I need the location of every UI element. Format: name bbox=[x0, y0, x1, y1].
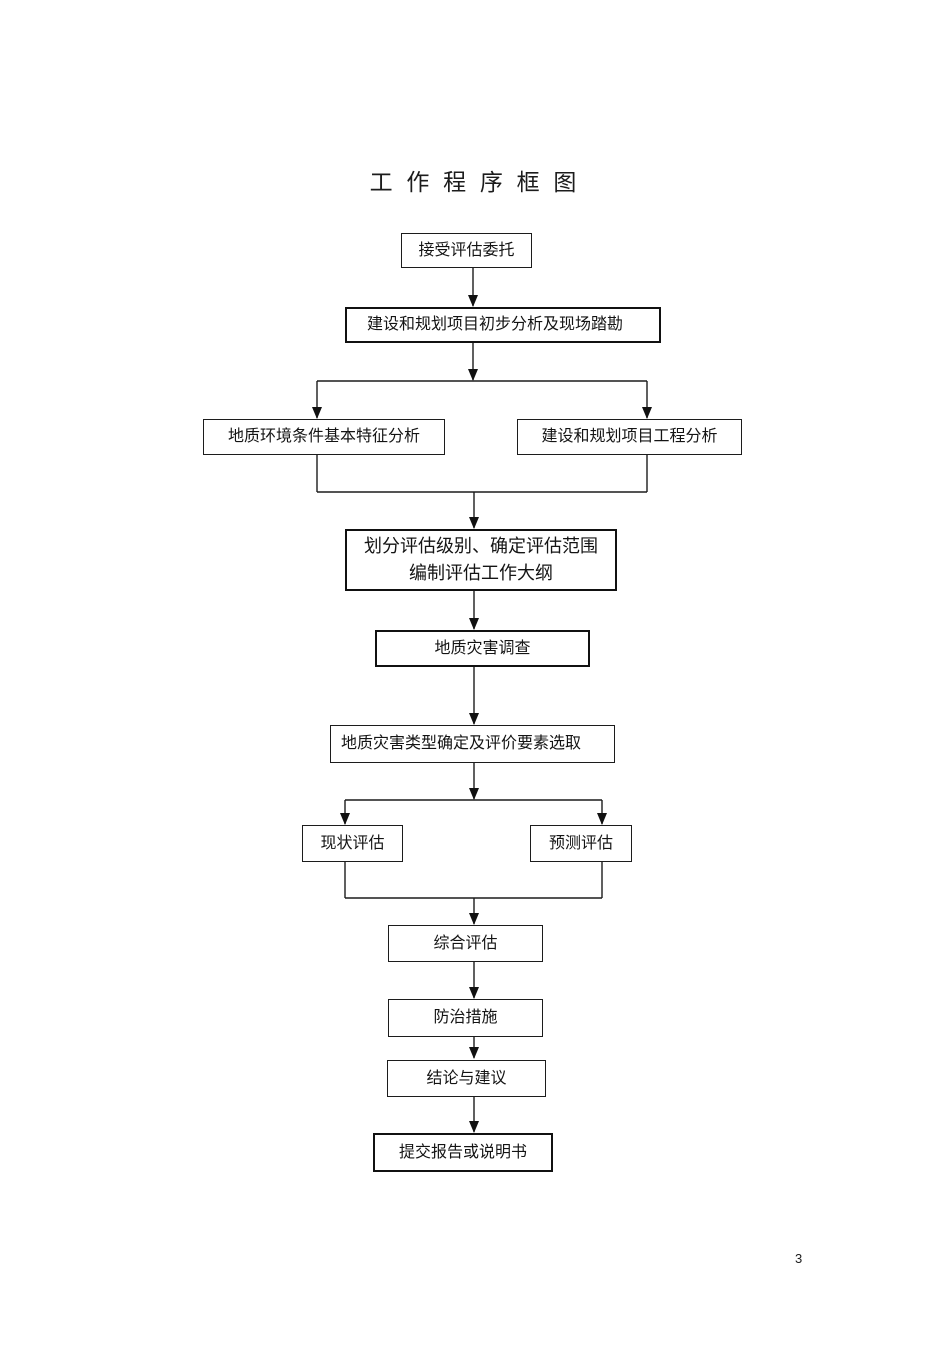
page-title: 工 作 程 序 框 图 bbox=[369, 170, 581, 195]
flow-node-submit-report-or-specification: 提交报告或说明书 bbox=[373, 1133, 553, 1172]
flow-node-prevention-control-measures: 防治措施 bbox=[388, 999, 543, 1037]
flow-node-evaluation-grade-scope-outline: 划分评估级别、确定评估范围 编制评估工作大纲 bbox=[345, 529, 617, 591]
flow-node-comprehensive-evaluation: 综合评估 bbox=[388, 925, 543, 962]
flow-node-line2: 编制评估工作大纲 bbox=[409, 563, 553, 583]
flow-node-predictive-evaluation: 预测评估 bbox=[530, 825, 632, 862]
flow-node-geological-hazard-survey: 地质灾害调查 bbox=[375, 630, 590, 667]
page-number: 3 bbox=[795, 1251, 803, 1266]
flow-node-line1: 划分评估级别、确定评估范围 bbox=[364, 536, 598, 556]
flow-node-geological-environment-analysis: 地质环境条件基本特征分析 bbox=[203, 419, 445, 455]
flow-node-preliminary-analysis-site-survey: 建设和规划项目初步分析及现场踏勘 bbox=[345, 307, 661, 343]
flow-node-current-status-evaluation: 现状评估 bbox=[302, 825, 403, 862]
flow-node-conclusions-and-suggestions: 结论与建议 bbox=[387, 1060, 546, 1097]
flow-node-accept-evaluation-commission: 接受评估委托 bbox=[401, 233, 532, 268]
flow-node-hazard-type-and-evaluation-elements: 地质灾害类型确定及评价要素选取 bbox=[330, 725, 615, 763]
flow-node-project-engineering-analysis: 建设和规划项目工程分析 bbox=[517, 419, 742, 455]
